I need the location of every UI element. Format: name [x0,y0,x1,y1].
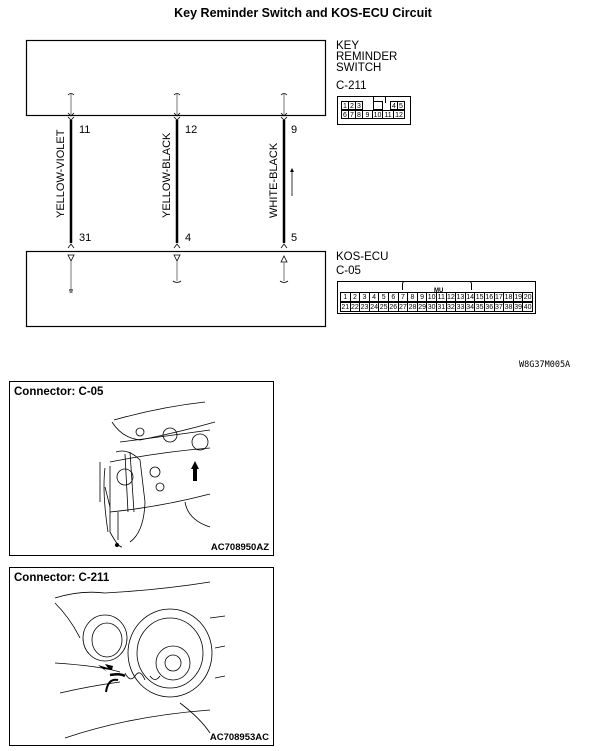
connector-lock-tab [373,96,386,103]
key-reminder-switch-label: KEY REMINDER SWITCH [336,40,398,74]
pin-cell: 3 [355,101,363,110]
wire-yellow-black [172,93,182,283]
connector-c211-location-panel: Connector: C-211 AC708953AC [9,567,274,746]
wire-yellow-violet [67,93,75,293]
connector-c211-label: C-211 [336,80,367,92]
pin-cell: 40 [522,301,533,312]
component-name-line: KEY [336,40,360,52]
pin-number: 4 [185,232,192,244]
connector-tag: MU [434,288,444,294]
connector-lock-housing [402,281,472,290]
steering-column-illustration [54,581,226,739]
diagram-code: W8G37M005A [519,360,571,370]
diagram-title: Key Reminder Switch and KOS-ECU Circuit [174,6,432,20]
connector-c05-location-panel: Connector: C-05 AC708950AZ [9,381,274,556]
pin-cell: 12 [393,110,405,119]
circuit-schematic [25,39,327,328]
illustration-code: AC708950AZ [210,542,269,553]
pin-cell: 20 [522,292,533,302]
dashboard-harness-illustration [99,401,216,548]
wire-white-black [279,93,294,283]
kos-ecu-label: KOS-ECU [336,251,389,263]
wire-color-label: YELLOW-BLACK [161,132,173,218]
wire-color-label: YELLOW-VIOLET [55,129,67,218]
panel-title: Connector: C-05 [14,386,104,398]
pin-number: 11 [79,124,91,136]
connector-c211-face: 1 2 3 4 5 6 7 8 9 10 11 12 [337,96,411,125]
pin-number: 5 [291,232,298,244]
pin-cell: 5 [397,101,405,110]
panel-title: Connector: C-211 [14,572,110,584]
pin-number: 9 [291,124,298,136]
component-name-line: REMINDER [336,51,398,63]
connector-c05-label: C-05 [336,265,361,277]
pin-number: 12 [185,124,198,136]
pin-number: 31 [79,232,92,244]
component-name-line: SWITCH [336,62,382,74]
wire-color-label: WHITE-BLACK [268,142,280,218]
pin-cell-blank [373,101,383,110]
illustration-code: AC708953AC [209,732,269,743]
